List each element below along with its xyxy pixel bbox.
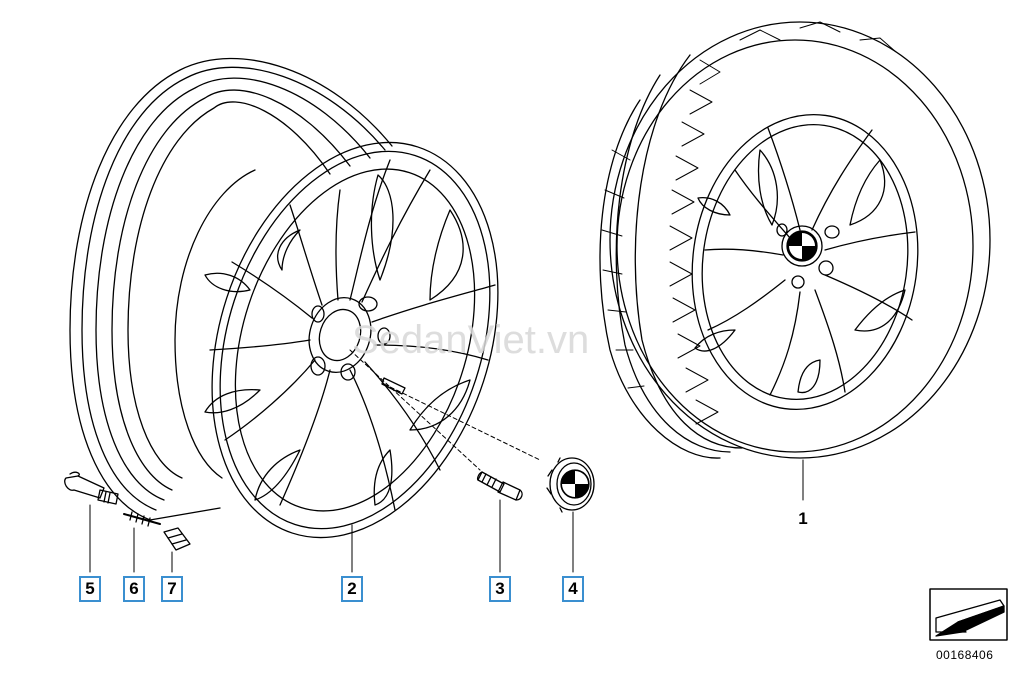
hub-cap: [546, 457, 595, 513]
alloy-rim: [69, 57, 499, 539]
callout-2: 2: [341, 576, 363, 602]
callout-3: 3: [489, 576, 511, 602]
leader-lines: [89, 349, 804, 573]
watermark: SedanViet.vn: [352, 318, 590, 362]
callout-1: 1: [798, 509, 808, 528]
tyre-valve: [64, 471, 119, 505]
callout-6: 6: [123, 576, 145, 602]
valve-cap: [163, 527, 191, 551]
callout-4: 4: [562, 576, 584, 602]
diagram-id: 00168406: [936, 648, 994, 662]
wheel-with-tyre: [599, 21, 991, 459]
orientation-symbol-icon: [929, 588, 1008, 641]
callout-5: 5: [79, 576, 101, 602]
callout-7: 7: [161, 576, 183, 602]
wheel-bolt: [476, 471, 523, 501]
valve-core: [123, 511, 161, 527]
